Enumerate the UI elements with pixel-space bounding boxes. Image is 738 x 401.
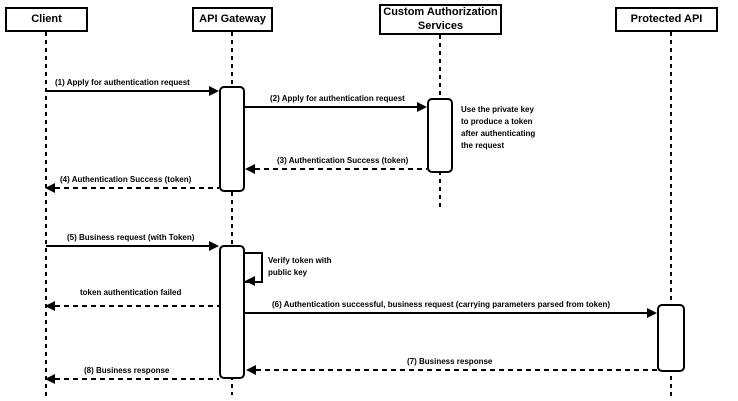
message-1-line bbox=[46, 90, 210, 92]
actor-client: Client bbox=[5, 7, 88, 32]
actor-protected-api-label: Protected API bbox=[630, 12, 703, 25]
message-1-label: (1) Apply for authentication request bbox=[55, 78, 190, 87]
note-private-key: Use the private key to produce a token a… bbox=[461, 105, 536, 150]
actor-api-gateway-label: API Gateway bbox=[199, 12, 266, 25]
message-4-line bbox=[55, 187, 219, 189]
message-7-label: (6) Authentication successful, business … bbox=[272, 300, 611, 309]
message-2-arrowhead-icon bbox=[417, 102, 427, 112]
activation-custom-authorization-services bbox=[427, 98, 453, 173]
lifeline-client bbox=[45, 32, 47, 398]
message-2-label: (2) Apply for authentication request bbox=[270, 94, 405, 103]
message-5-line bbox=[46, 245, 210, 247]
message-6-label: token authentication failed bbox=[80, 288, 182, 297]
lifeline-api-gateway bbox=[231, 32, 233, 395]
message-1-arrowhead-icon bbox=[209, 86, 219, 96]
message-4-label: (4) Authentication Success (token) bbox=[60, 175, 192, 184]
actor-api-gateway: API Gateway bbox=[192, 7, 273, 32]
activation-protected-api bbox=[657, 304, 685, 372]
message-2-line bbox=[245, 106, 419, 108]
message-9-arrowhead-icon bbox=[45, 374, 55, 384]
message-7-line bbox=[245, 312, 647, 314]
message-6-arrowhead-icon bbox=[45, 301, 55, 311]
actor-custom-authorization-services-label: Custom Authorization Services bbox=[383, 6, 498, 32]
activation-api-gateway-1 bbox=[219, 86, 245, 192]
message-9-line bbox=[55, 378, 219, 380]
note-verify-token: Verify token with public key bbox=[268, 256, 332, 277]
message-8-line bbox=[256, 369, 657, 371]
lifeline-protected-api bbox=[670, 32, 672, 398]
message-7-arrowhead-icon bbox=[647, 308, 657, 318]
message-8-label: (7) Business response bbox=[407, 357, 493, 366]
actor-custom-authorization-services: Custom Authorization Services bbox=[379, 4, 502, 35]
message-4-arrowhead-icon bbox=[45, 183, 55, 193]
message-3-arrowhead-icon bbox=[245, 164, 255, 174]
message-5-label: (5) Business request (with Token) bbox=[67, 233, 195, 242]
message-9-label: (8) Business response bbox=[84, 366, 170, 375]
message-6-line bbox=[55, 305, 219, 307]
message-3-line bbox=[255, 168, 427, 170]
activation-api-gateway-2 bbox=[219, 245, 245, 379]
actor-protected-api: Protected API bbox=[615, 7, 718, 32]
message-8-arrowhead-icon bbox=[246, 365, 256, 375]
message-5-arrowhead-icon bbox=[209, 241, 219, 251]
message-3-label: (3) Authentication Success (token) bbox=[277, 156, 409, 165]
actor-client-label: Client bbox=[31, 12, 62, 25]
self-loop-arrowhead-icon bbox=[245, 276, 255, 286]
